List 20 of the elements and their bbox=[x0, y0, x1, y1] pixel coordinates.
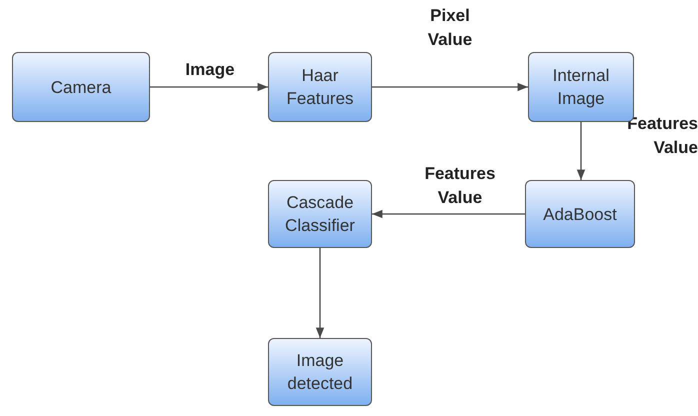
edge-label: Features Value bbox=[424, 163, 496, 209]
edge-label: Image bbox=[184, 59, 236, 81]
box-label: Haar Features bbox=[285, 65, 355, 110]
process-box bbox=[525, 180, 635, 248]
box-label: Cascade Classifier bbox=[284, 192, 356, 237]
edge-label: Features Value bbox=[626, 113, 698, 159]
process-box bbox=[12, 52, 150, 122]
box-label: Camera bbox=[50, 76, 112, 98]
process-box bbox=[268, 180, 372, 248]
process-box bbox=[268, 338, 372, 406]
box-label: AdaBoost bbox=[543, 204, 617, 226]
arrow bbox=[576, 122, 586, 180]
box-label: Image detected bbox=[286, 350, 354, 395]
box-label: Internal Image bbox=[552, 65, 610, 110]
arrow bbox=[372, 210, 525, 218]
edge-label: Pixel Value bbox=[426, 5, 474, 51]
arrow bbox=[316, 248, 324, 338]
process-box bbox=[268, 52, 372, 122]
arrow bbox=[150, 82, 268, 92]
arrow bbox=[372, 82, 528, 92]
